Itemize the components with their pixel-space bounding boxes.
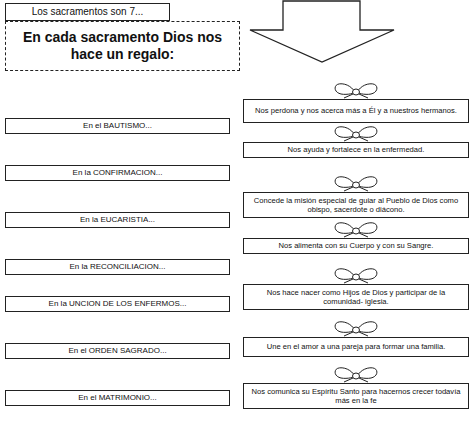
box-text: En el MATRIMONIO... [78,393,157,403]
box-text: Los sacramentos son 7... [32,6,144,18]
box-text: En la RECONCILIACION... [69,262,165,272]
bow-loop [335,322,354,333]
bow-loop [358,177,377,188]
bow-knot [353,228,360,234]
bow-loop [335,84,354,95]
gift-box: Nos perdona y nos acerca más a Él y a nu… [243,99,469,123]
bow-loop [358,84,377,95]
bow-loop [335,177,354,188]
box-text: Nos ayuda y fortalece en la enfermedad. [288,145,425,154]
sacrament-box: En la EUCARISTIA... [5,212,230,228]
box-text: En el ORDEN SAGRADO... [68,346,166,356]
box-text: Concede la misión especial de guiar al P… [249,196,463,214]
bow-knot [353,373,360,379]
box-text: En la CONFIRMACION... [73,168,163,178]
box-text: Nos comunica su Espíritu Santo para hace… [249,387,463,405]
box-text: Nos hace nacer como Hijos de Dios y part… [249,288,463,306]
gift-box: Nos alimenta con su Cuerpo y con su Sang… [243,238,469,254]
bow-knot [353,274,360,280]
bow-knot [353,89,360,95]
bow-knot [353,132,360,138]
bow-knot [353,182,360,188]
ribbon-bow [335,127,377,141]
sacrament-box: En la CONFIRMACION... [5,165,230,181]
down-arrow [250,1,394,62]
ribbon-bow [335,223,377,237]
sacrament-box: En el MATRIMONIO... [5,390,230,406]
sacrament-box: En el ORDEN SAGRADO... [5,343,230,359]
box-text: En el BAUTISMO... [83,121,152,131]
sacrament-box: En la UNCION DE LOS ENFERMOS... [5,296,230,312]
bow-loop [358,269,377,280]
box-text: Nos perdona y nos acerca más a Él y a nu… [255,106,457,115]
ribbon-bow [335,269,377,283]
bow-loop [335,127,354,138]
bow-loop [358,127,377,138]
sacrament-box: En el BAUTISMO... [5,118,230,134]
bow-loop [358,322,377,333]
gift-box: Concede la misión especial de guiar al P… [243,192,469,218]
ribbon-bow [335,177,377,191]
heading-box: Los sacramentos son 7... [5,3,170,21]
gift-box: Nos hace nacer como Hijos de Dios y part… [243,284,469,310]
bow-loop [358,223,377,234]
ribbon-bow [335,368,377,382]
box-text: En la UNCION DE LOS ENFERMOS... [49,299,187,309]
box-text: En la EUCARISTIA... [80,215,155,225]
bow-loop [335,269,354,280]
bow-loop [335,223,354,234]
sacrament-box: En la RECONCILIACION... [5,259,230,275]
gift-box: Une en el amor a una pareja para formar … [243,337,469,357]
bow-knot [353,327,360,333]
ribbon-bow [335,84,377,98]
gift-box: Nos ayuda y fortalece en la enfermedad. [243,142,469,158]
heading-box: En cada sacramento Dios nos hace un rega… [5,21,240,71]
box-text: En cada sacramento Dios nos hace un rega… [12,29,233,63]
bow-loop [358,368,377,379]
bow-loop [335,368,354,379]
box-text: Nos alimenta con su Cuerpo y con su Sang… [279,241,434,250]
box-text: Une en el amor a una pareja para formar … [267,342,446,351]
ribbon-bow [335,322,377,336]
gift-box: Nos comunica su Espíritu Santo para hace… [243,383,469,409]
